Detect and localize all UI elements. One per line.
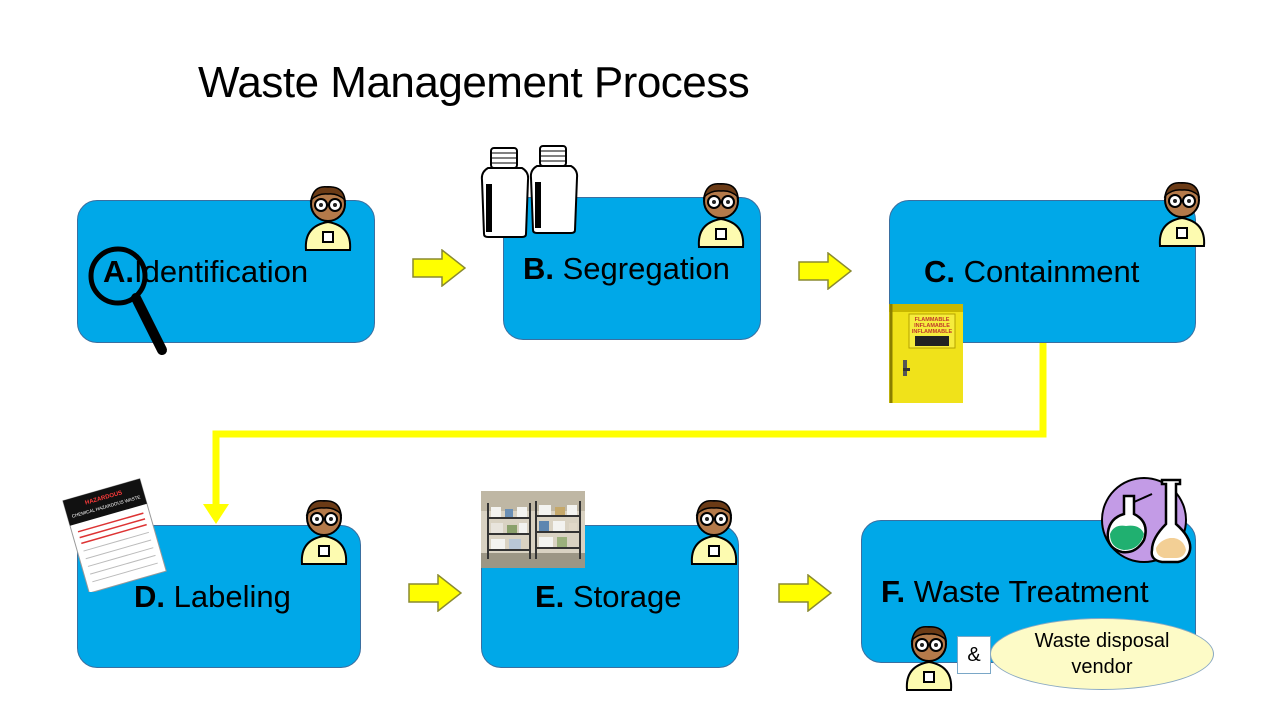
lab-person-icon <box>292 496 356 566</box>
step-label-containment: C. Containment <box>924 254 1139 290</box>
step-label-identification: A.Identification <box>103 254 308 290</box>
step-letter: C. <box>924 254 955 289</box>
step-letter: F. <box>881 574 906 609</box>
page-title: Waste Management Process <box>198 58 750 107</box>
step-letter: E. <box>535 579 565 614</box>
step-name: Waste Treatment <box>913 574 1149 609</box>
lab-person-icon <box>689 179 753 249</box>
arrow-right-icon <box>408 574 462 612</box>
flammable-cabinet-photo: FLAMMABLE INFLAMABLE INFLAMMABLE <box>889 304 963 403</box>
vendor-line-1: Waste disposal <box>1034 630 1170 652</box>
step-letter: D. <box>134 579 165 614</box>
lab-person-icon <box>1150 178 1214 248</box>
arrow-right-icon <box>798 252 852 290</box>
step-name: Segregation <box>562 251 730 286</box>
step-label-storage: E. Storage <box>535 579 682 615</box>
vendor-line-2: vendor <box>1071 656 1133 678</box>
cabinet-sign-line: INFLAMMABLE <box>912 329 953 335</box>
step-label-labeling: D. Labeling <box>134 579 291 615</box>
lab-person-icon <box>682 496 746 566</box>
magnifier-icon <box>88 246 167 355</box>
step-label-waste-treatment: F. Waste Treatment <box>881 574 1149 610</box>
step-name: Labeling <box>173 579 291 614</box>
ampersand-box: & <box>957 636 991 674</box>
arrow-right-icon <box>412 249 466 287</box>
step-letter: B. <box>523 251 554 286</box>
step-name: Storage <box>572 579 682 614</box>
lab-person-icon <box>296 182 360 252</box>
step-name: Identification <box>134 254 309 289</box>
step-label-segregation: B. Segregation <box>523 251 730 287</box>
cabinet-sign-line: FLAMMABLE <box>915 317 950 323</box>
waste-disposal-vendor-ellipse: Waste disposal vendor <box>990 618 1214 690</box>
arrow-right-icon <box>778 574 832 612</box>
step-name: Containment <box>963 254 1140 289</box>
lab-glassware-icon <box>1101 477 1192 564</box>
hazardous-waste-label-photo: HAZARDOUS CHEMICAL HAZARDOUS WASTE <box>62 478 167 592</box>
lab-person-icon <box>897 622 961 692</box>
step-letter: A. <box>103 254 134 289</box>
storage-shelves-photo <box>481 491 585 568</box>
bottles-icon <box>480 145 579 238</box>
cabinet-sign-line: INFLAMABLE <box>914 323 950 329</box>
